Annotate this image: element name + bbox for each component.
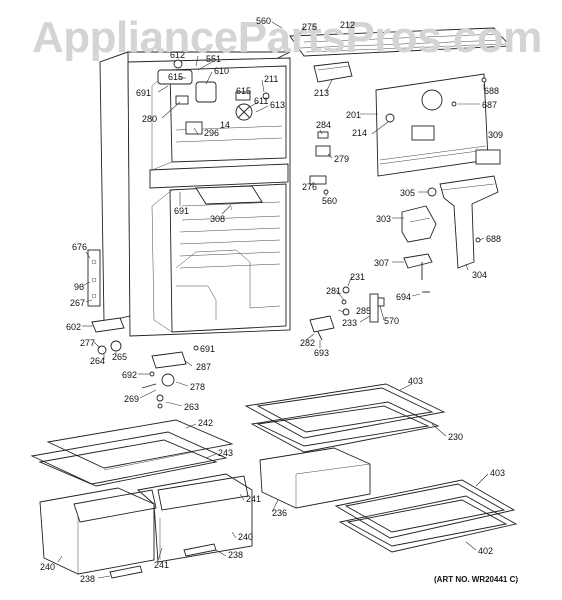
art-number: (ART NO. WR20441 C) xyxy=(434,575,518,584)
part-label-570: 570 xyxy=(384,316,399,326)
part-label-264: 264 xyxy=(90,356,105,366)
part-label-214: 214 xyxy=(352,128,367,138)
part-label-403: 403 xyxy=(490,468,505,478)
part-label-201: 201 xyxy=(346,110,361,120)
shelf-308 xyxy=(195,185,263,205)
part-label-281: 281 xyxy=(326,286,341,296)
part-label-693: 693 xyxy=(314,348,329,358)
part-309 xyxy=(475,149,501,165)
part-label-691: 691 xyxy=(200,344,215,354)
part-label-277: 277 xyxy=(80,338,95,348)
part-label-278: 278 xyxy=(190,382,205,392)
part-label-403: 403 xyxy=(408,376,423,386)
part-label-238: 238 xyxy=(80,574,95,584)
part-label-230: 230 xyxy=(448,432,463,442)
part-label-96: 96 xyxy=(74,282,84,292)
part-label-303: 303 xyxy=(376,214,391,224)
part-label-14: 14 xyxy=(220,120,230,130)
part-label-238: 238 xyxy=(228,550,243,560)
part-213 xyxy=(313,61,353,83)
part-label-308: 308 xyxy=(210,214,225,224)
crisper-assembly xyxy=(30,419,253,579)
part-label-687: 687 xyxy=(482,100,497,110)
part-label-241: 241 xyxy=(154,560,169,570)
evaporator-cover xyxy=(375,73,489,177)
part-label-233: 233 xyxy=(342,318,357,328)
part-label-307: 307 xyxy=(374,258,389,268)
part-label-688: 688 xyxy=(484,86,499,96)
part-label-602: 602 xyxy=(66,322,81,332)
part-label-284: 284 xyxy=(316,120,331,130)
part-label-241: 241 xyxy=(246,494,261,504)
damper-assembly xyxy=(401,175,499,293)
part-label-211: 211 xyxy=(264,74,278,84)
part-label-240: 240 xyxy=(238,532,253,542)
part-label-282: 282 xyxy=(300,338,315,348)
refrigerator-cabinet xyxy=(87,51,291,337)
part-label-263: 263 xyxy=(184,402,199,412)
part-label-560: 560 xyxy=(256,16,271,26)
part-label-243: 243 xyxy=(218,448,233,458)
part-label-269: 269 xyxy=(124,394,139,404)
part-label-610: 610 xyxy=(214,66,229,76)
part-label-276: 276 xyxy=(302,182,317,192)
freezer-wire-shelf xyxy=(289,27,511,57)
bottom-hinge-parts xyxy=(91,317,199,409)
glass-shelf-upper xyxy=(244,383,446,453)
part-label-267: 267 xyxy=(70,298,85,308)
part-label-613: 613 xyxy=(270,100,285,110)
part-labels: 560 275 212 612 551 610 615 615 691 211 … xyxy=(40,16,505,584)
part-label-242: 242 xyxy=(198,418,213,428)
part-label-265: 265 xyxy=(112,352,127,362)
part-label-305: 305 xyxy=(400,188,415,198)
watermark: AppliancePartsPros.com xyxy=(32,13,542,62)
part-label-551: 551 xyxy=(206,54,221,64)
part-label-691: 691 xyxy=(174,206,189,216)
part-label-615: 615 xyxy=(168,72,183,82)
thermostat-parts xyxy=(309,131,331,195)
part-label-304: 304 xyxy=(472,270,487,280)
part-label-402: 402 xyxy=(478,546,493,556)
glass-shelf-lower xyxy=(334,479,518,553)
part-label-691: 691 xyxy=(136,88,151,98)
part-label-279: 279 xyxy=(334,154,349,164)
part-label-296: 296 xyxy=(204,128,219,138)
part-label-280: 280 xyxy=(142,114,157,124)
part-label-615: 615 xyxy=(236,86,251,96)
part-label-285: 285 xyxy=(356,306,371,316)
part-label-309: 309 xyxy=(488,130,503,140)
part-label-275: 275 xyxy=(302,22,317,32)
part-label-692: 692 xyxy=(122,370,137,380)
part-label-231: 231 xyxy=(350,272,365,282)
part-label-240: 240 xyxy=(40,562,55,572)
part-label-287: 287 xyxy=(196,362,211,372)
part-label-694: 694 xyxy=(396,292,411,302)
part-label-213: 213 xyxy=(314,88,329,98)
part-label-236: 236 xyxy=(272,508,287,518)
hinge-and-bracket-parts xyxy=(309,286,385,341)
leader-lines xyxy=(57,21,489,579)
part-label-676: 676 xyxy=(72,242,87,252)
part-label-212: 212 xyxy=(340,20,355,30)
part-label-688: 688 xyxy=(486,234,501,244)
snack-pan xyxy=(259,447,371,509)
part-label-612: 612 xyxy=(170,50,185,60)
part-label-611: 611 xyxy=(254,96,268,106)
part-label-560: 560 xyxy=(322,196,337,206)
